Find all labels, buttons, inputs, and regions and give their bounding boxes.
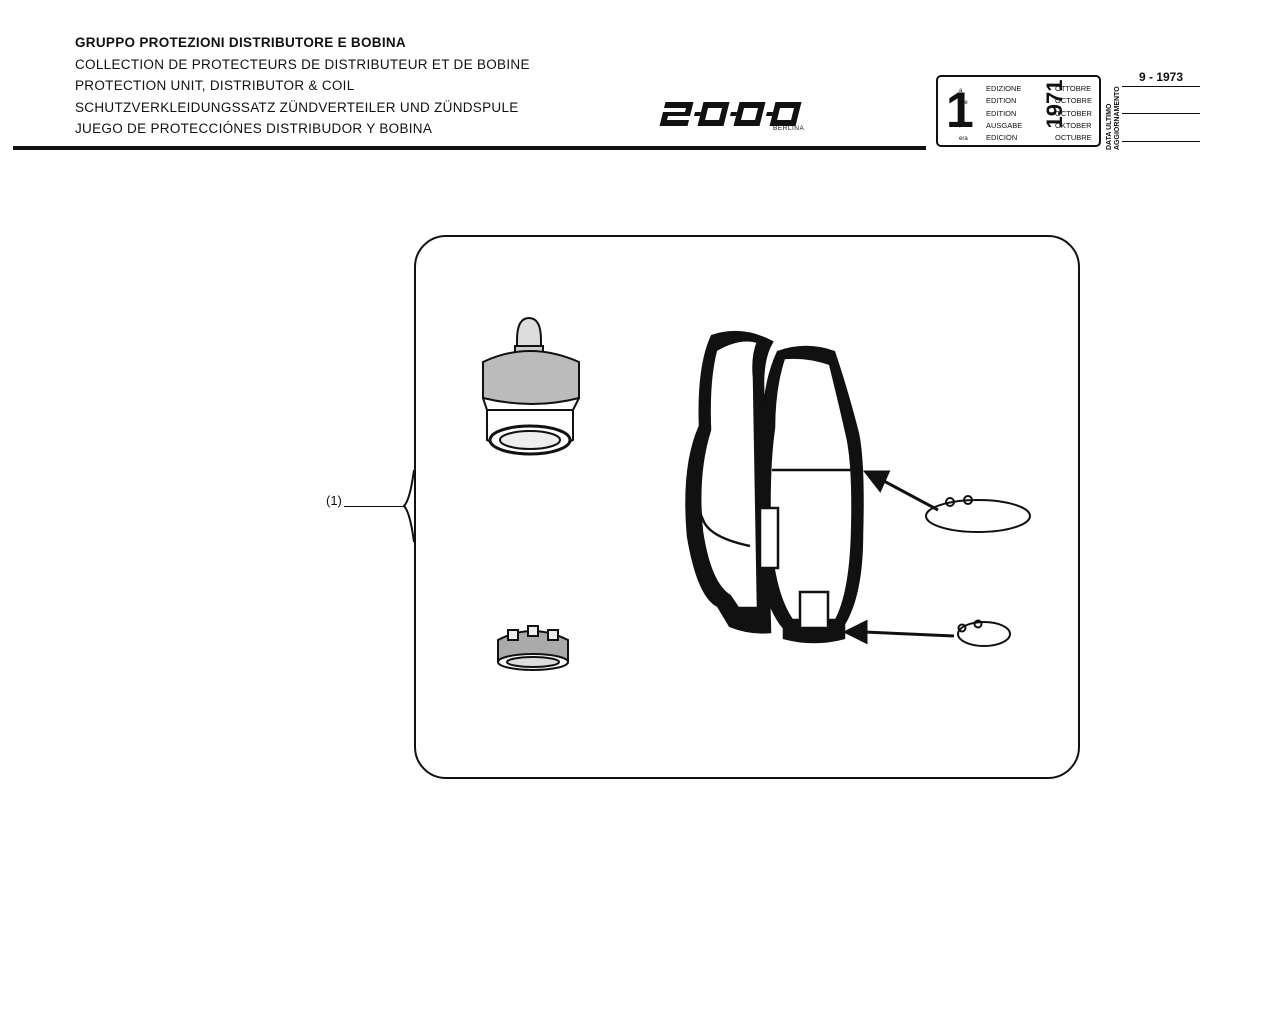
title-italian: GRUPPO PROTEZIONI DISTRIBUTORE E BOBINA xyxy=(75,35,406,50)
update-line xyxy=(1122,86,1200,87)
edition-word: EDIZIONE xyxy=(986,84,1022,93)
edition-box: 1 a ere st . era EDIZIONE EDITION EDITIO… xyxy=(936,75,1101,147)
title-english: PROTECTION UNIT, DISTRIBUTOR & COIL xyxy=(75,78,355,93)
edition-word: AUSGABE xyxy=(986,120,1023,130)
title-german: SCHUTZVERKLEIDUNGSSATZ ZÜNDVERTEILER UND… xyxy=(75,99,519,115)
header-rule xyxy=(13,146,926,150)
edition-suffix-fr: ere xyxy=(959,100,968,106)
arrow-upper xyxy=(862,470,939,512)
clip-small-drawing xyxy=(957,619,1011,647)
distributor-shell-drawing xyxy=(685,330,864,644)
last-update-date: 9 - 1973 xyxy=(1138,70,1184,84)
edition-number: 1 xyxy=(946,82,974,138)
edition-month: OKTOBER xyxy=(1055,120,1092,130)
update-line xyxy=(1122,141,1200,142)
edition-month: OTTOBRE xyxy=(1055,84,1092,93)
coil-cap-drawing xyxy=(482,316,580,456)
reference-number: (1) xyxy=(326,493,342,508)
edition-suffix-it: a xyxy=(959,88,963,94)
clip-large-drawing xyxy=(925,495,1031,533)
update-line xyxy=(1122,113,1200,114)
title-spanish: JUEGO DE PROTECCIÓNES DISTRIBUDOR Y BOBI… xyxy=(75,121,433,136)
reference-leader xyxy=(344,506,404,507)
illustration-frame xyxy=(414,235,1080,779)
edition-month: OCTUBRE xyxy=(1055,133,1092,143)
edition-suffix-es: era xyxy=(959,136,968,142)
edition-word: EDITION xyxy=(986,108,1017,118)
logo-2000 xyxy=(659,102,802,126)
title-french: COLLECTION DE PROTECTEURS DE DISTRIBUTEU… xyxy=(75,56,530,72)
logo-subtitle: BERLINA xyxy=(773,125,805,132)
arrow-lower xyxy=(842,619,955,645)
edition-month: OCTOBER xyxy=(1055,108,1092,118)
edition-month: OCTOBRE xyxy=(1055,96,1092,106)
edition-months: OTTOBRE OCTOBRE OCTOBER OKTOBER OCTUBRE xyxy=(1055,83,1092,144)
edition-word: EDICION xyxy=(986,133,1018,143)
edition-suffix-en: st xyxy=(959,112,964,118)
edition-suffix-de: . xyxy=(959,124,961,130)
ring-nut-drawing xyxy=(497,625,569,671)
group-brace xyxy=(402,469,415,543)
catalog-titles: GRUPPO PROTEZIONI DISTRIBUTORE E BOBINA … xyxy=(75,32,530,140)
edition-words: EDIZIONE EDITION EDITION AUSGABE EDICION xyxy=(986,83,1022,144)
edition-word: EDITION xyxy=(986,96,1017,106)
